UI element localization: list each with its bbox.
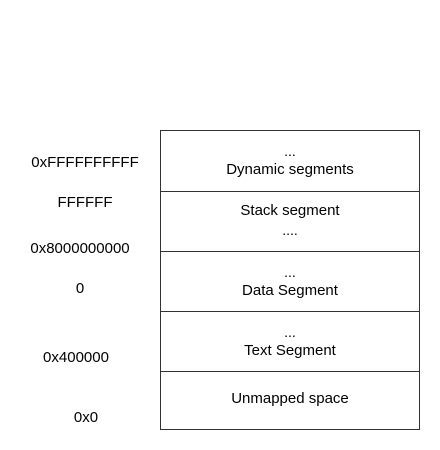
address-top-line1: 0xFFFFFFFFFF <box>31 154 139 171</box>
address-high-line2: 0 <box>75 280 85 297</box>
segment-text: ... Text Segment <box>161 311 419 371</box>
address-top-line2: FFFFFF <box>57 194 113 211</box>
segment-label: Stack segment <box>240 202 340 219</box>
segment-data: ... Data Segment <box>161 251 419 311</box>
segment-label: Dynamic segments <box>226 161 354 178</box>
address-label-text-start: 0x400000 <box>43 349 109 366</box>
segment-ellipsis: ... <box>284 263 296 280</box>
segment-ellipsis: ... <box>284 323 296 340</box>
address-label-high: 0x8000000000 0 <box>18 219 142 299</box>
segment-dynamic: ... Dynamic segments <box>161 131 419 191</box>
segment-unmapped: Unmapped space <box>161 371 419 431</box>
segment-stack: Stack segment .... <box>161 191 419 251</box>
address-label-zero: 0x0 <box>73 409 99 426</box>
segment-label: Unmapped space <box>231 390 349 407</box>
memory-layout-diagram: ... Dynamic segments Stack segment .... … <box>160 130 420 430</box>
segment-ellipsis: ... <box>284 143 296 159</box>
address-high-line1: 0x8000000000 <box>30 240 130 257</box>
address-label-top: 0xFFFFFFFFFF FFFFFF <box>18 133 152 213</box>
segment-ellipsis: .... <box>282 222 298 238</box>
segment-label: Data Segment <box>242 281 338 299</box>
segment-label: Text Segment <box>244 341 336 359</box>
